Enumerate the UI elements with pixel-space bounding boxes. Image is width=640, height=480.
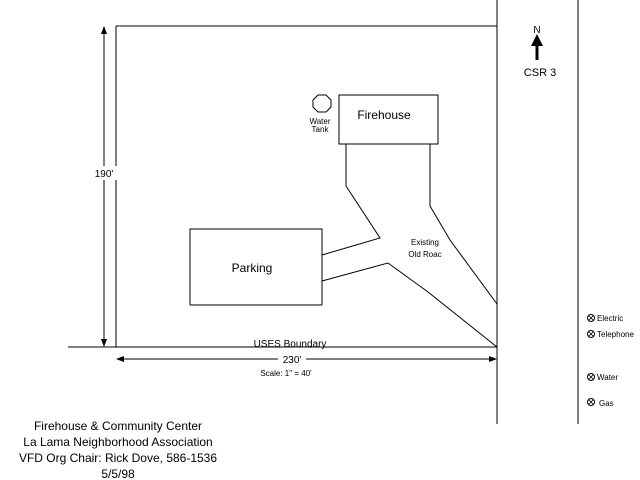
boundary-label: USES Boundary [254, 339, 327, 350]
legend-gas: Gas [587, 398, 614, 408]
caption-line4: 5/5/98 [101, 467, 135, 480]
firehouse-building [338, 94, 439, 145]
water-label: Water [597, 373, 618, 382]
gas-label: Gas [599, 399, 614, 408]
north-arrowhead-icon [531, 34, 543, 46]
telephone-label: Telephone [597, 330, 634, 339]
parking-area [189, 228, 323, 306]
water-tank-label-line1: Water [309, 117, 330, 126]
electric-label: Electric [597, 314, 623, 323]
width-label-bg [278, 353, 306, 365]
north-letter: N [533, 25, 540, 36]
firehouse-label: Firehouse [357, 108, 411, 122]
telephone-icon [587, 330, 595, 338]
legend-electric: Electric [587, 314, 623, 323]
old-road-label-line1: Existing [411, 238, 439, 247]
gas-icon [587, 398, 595, 406]
width-label: 230' [283, 355, 302, 366]
road-name-label: CSR 3 [524, 67, 556, 79]
water-icon [587, 373, 595, 381]
height-arrow-top [101, 26, 107, 34]
height-arrow-bottom [101, 339, 107, 347]
caption-line1: Firehouse & Community Center [34, 419, 202, 433]
old-road-edge [429, 144, 498, 305]
water-tank-label-line2: Tank [312, 125, 330, 134]
width-arrow-left [116, 356, 124, 362]
water-tank-icon [312, 94, 332, 113]
old-road-label-line2: Old Roac [408, 250, 441, 259]
height-label-bg [91, 166, 117, 180]
scale-label: Scale: 1" = 40' [260, 369, 312, 378]
height-label: 190' [95, 169, 114, 180]
driveway-lower-edge [321, 262, 498, 348]
parking-label: Parking [232, 261, 273, 275]
legend-water: Water [587, 373, 618, 382]
driveway-upper-edge [321, 144, 381, 256]
legend-telephone: Telephone [587, 330, 634, 339]
electric-icon [587, 314, 595, 322]
caption-line2: La Lama Neighborhood Association [23, 435, 212, 449]
caption-line3: VFD Org Chair: Rick Dove, 586-1536 [19, 451, 217, 465]
width-arrow-right [489, 356, 497, 362]
